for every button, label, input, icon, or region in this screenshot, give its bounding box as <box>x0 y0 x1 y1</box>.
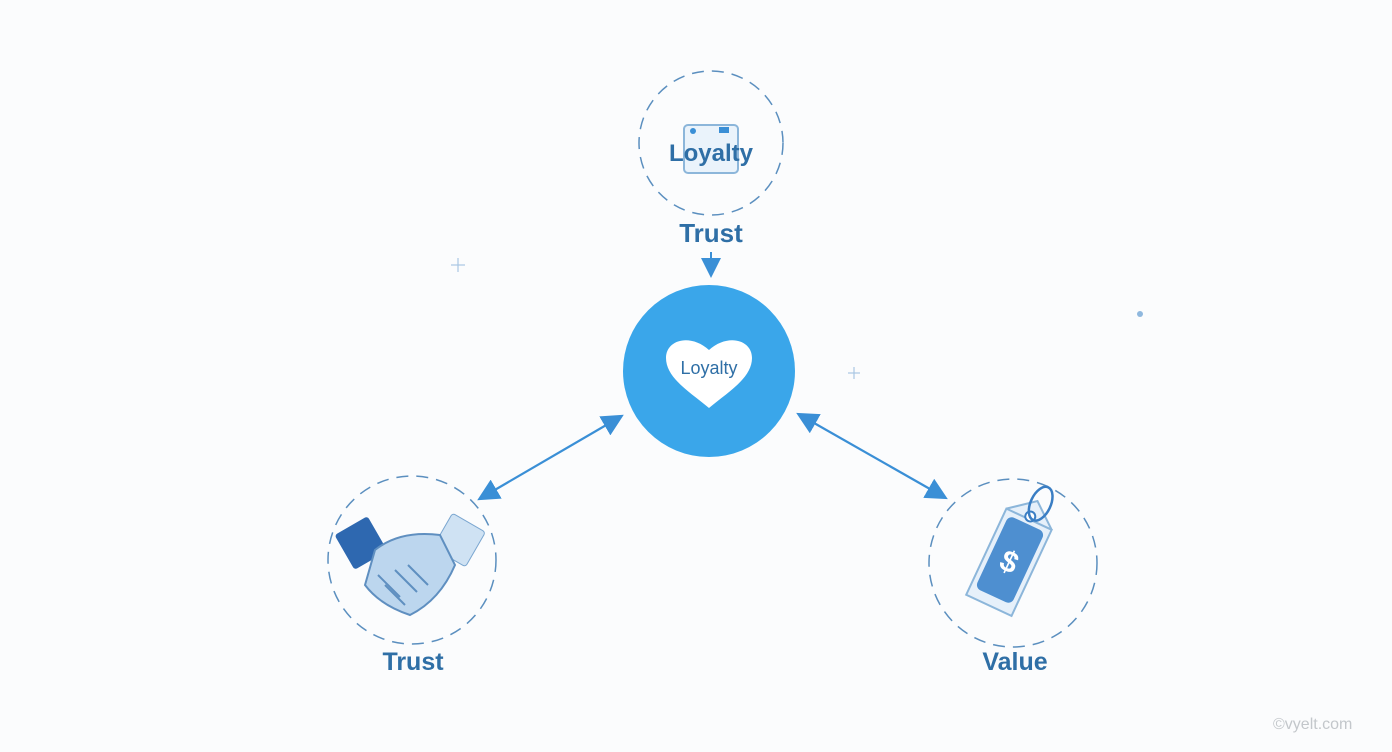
handshake-icon <box>335 513 485 617</box>
trust-node-label: Trust <box>382 648 444 676</box>
top-icon-label: Loyalty <box>668 140 754 167</box>
watermark: ©vyelt.com <box>1273 716 1353 733</box>
sparkle-decoration <box>451 258 860 379</box>
top-node-ring <box>638 70 784 216</box>
top-node-label: Trust <box>679 218 743 248</box>
value-node-ring <box>928 478 1098 648</box>
center-node-label: Loyalty <box>680 358 738 378</box>
dot-decoration <box>1137 311 1143 317</box>
price-tag-icon: $ <box>964 485 1054 618</box>
value-node-label: Value <box>982 648 1048 676</box>
card-icon <box>683 124 739 174</box>
arrow-loyalty-value <box>796 412 948 500</box>
trust-node-ring <box>327 475 497 645</box>
arrow-loyalty-trust <box>477 414 624 501</box>
heart-icon <box>666 340 752 408</box>
